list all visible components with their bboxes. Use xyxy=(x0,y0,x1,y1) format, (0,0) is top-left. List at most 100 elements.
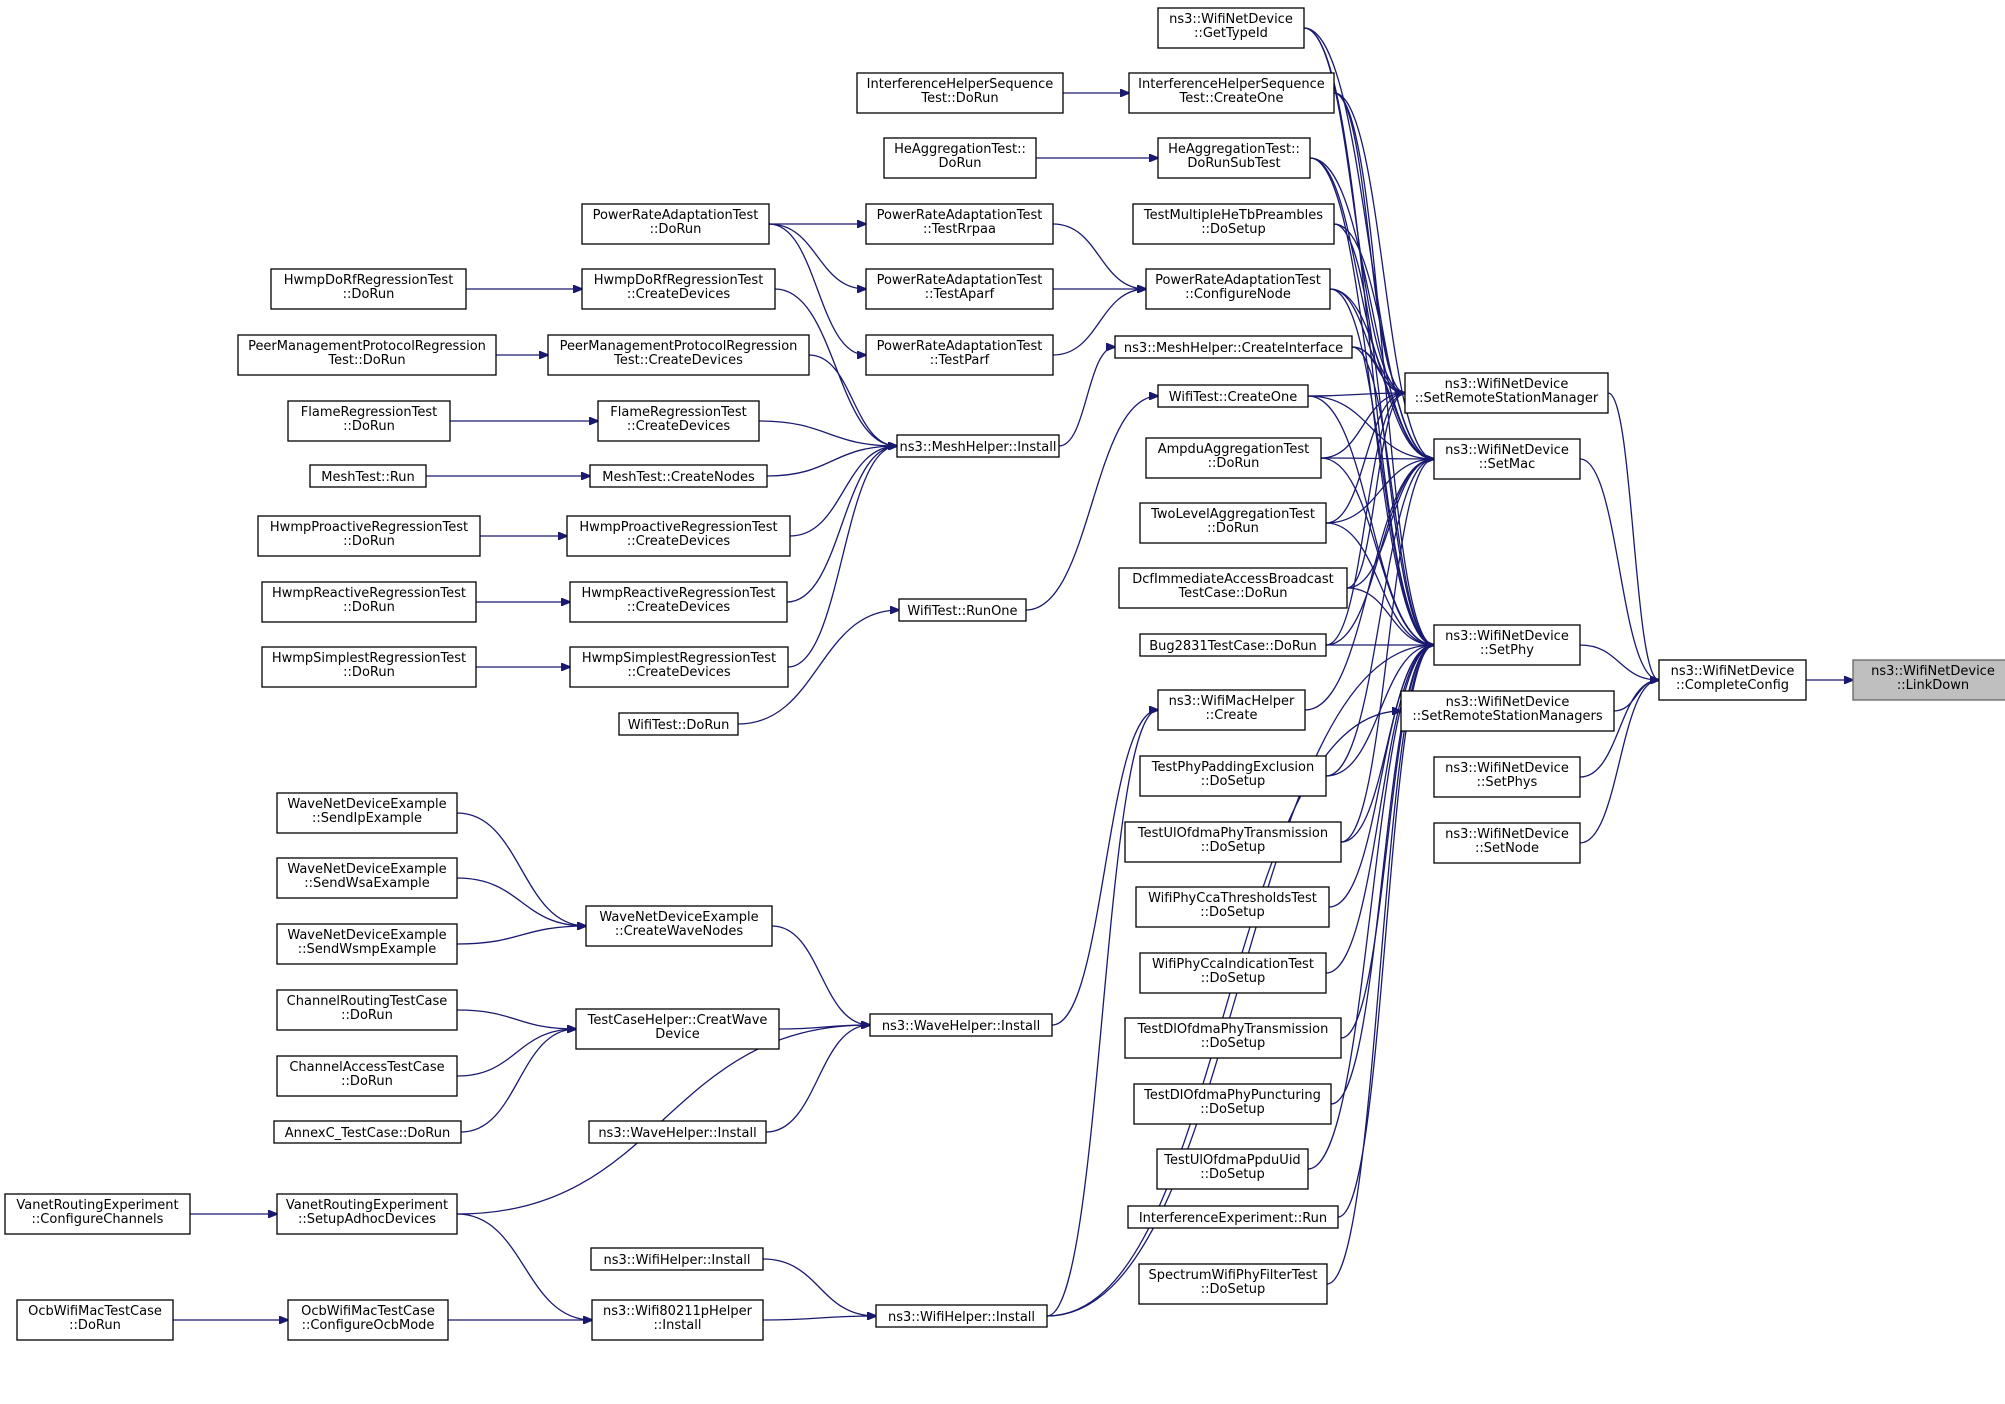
node-w80211p[interactable]: ns3::Wifi80211pHelper::Install xyxy=(591,1299,764,1341)
node-setNode[interactable]: ns3::WifiNetDevice::SetNode xyxy=(1433,822,1581,864)
node-box xyxy=(898,598,1027,622)
node-box xyxy=(1852,659,2005,701)
node-box xyxy=(276,1055,458,1097)
node-setPhys[interactable]: ns3::WifiNetDevice::SetPhys xyxy=(1433,756,1581,798)
node-completeConfig[interactable]: ns3::WifiNetDevice::CompleteConfig xyxy=(1658,659,1807,701)
edge-wndeWsmp-to-wndeCreate xyxy=(456,926,586,945)
node-wndeIp[interactable]: WaveNetDeviceExample::SendIpExample xyxy=(276,792,458,834)
node-swpf[interactable]: SpectrumWifiPhyFilterTest::DoSetup xyxy=(1138,1263,1328,1305)
node-label: ::CompleteConfig xyxy=(1676,678,1789,693)
node-label: ::CreateDevices xyxy=(627,287,730,302)
node-twoLevel[interactable]: TwoLevelAggregationTest::DoRun xyxy=(1139,502,1327,544)
node-vrSetup[interactable]: VanetRoutingExperiment::SetupAdhocDevice… xyxy=(276,1193,458,1235)
node-prConfigure[interactable]: PowerRateAdaptationTest::ConfigureNode xyxy=(1145,268,1331,310)
node-wndeCreate[interactable]: WaveNetDeviceExample::CreateWaveNodes xyxy=(585,905,773,947)
node-label: ::SetupAdhocDevices xyxy=(298,1212,436,1227)
node-meshRun[interactable]: MeshTest::Run xyxy=(309,464,427,488)
node-setRSMs[interactable]: ns3::WifiNetDevice::SetRemoteStationMana… xyxy=(1400,690,1615,732)
node-waveInstall[interactable]: ns3::WaveHelper::Install xyxy=(869,1013,1053,1037)
node-flameCreate[interactable]: FlameRegressionTest::CreateDevices xyxy=(597,400,760,442)
node-label: ::ConfigureNode xyxy=(1185,287,1291,302)
node-pmpDoRun[interactable]: PeerManagementProtocolRegressionTest::Do… xyxy=(237,334,497,376)
edge-wndeWsa-to-wndeCreate xyxy=(456,877,586,926)
node-ampdu[interactable]: AmpduAggregationTest::DoRun xyxy=(1145,437,1322,479)
node-label: TestUlOfdmaPhyTransmission xyxy=(1137,826,1328,841)
node-meshCreateIface[interactable]: ns3::MeshHelper::CreateInterface xyxy=(1114,335,1353,359)
node-heDoRunSub[interactable]: HeAggregationTest::DoRunSubTest xyxy=(1157,137,1311,179)
node-pmpCreate[interactable]: PeerManagementProtocolRegressionTest::Cr… xyxy=(547,334,810,376)
node-meshCreateNodes[interactable]: MeshTest::CreateNodes xyxy=(589,464,768,488)
node-heDoRun[interactable]: HeAggregationTest::DoRun xyxy=(883,137,1037,179)
node-hdrfCreate[interactable]: HwmpDoRfRegressionTest::CreateDevices xyxy=(581,268,776,310)
node-label: InterferenceHelperSequence xyxy=(867,77,1054,92)
node-label: PowerRateAdaptationTest xyxy=(877,208,1043,223)
node-wifiTestDoRun[interactable]: WifiTest::DoRun xyxy=(618,712,739,736)
node-prRrpaa[interactable]: PowerRateAdaptationTest::TestRrpaa xyxy=(865,203,1054,245)
node-ieRun[interactable]: InterferenceExperiment::Run xyxy=(1127,1205,1339,1229)
edge-hrCreate-to-meshInstall xyxy=(786,446,897,603)
node-label: ::DoSetup xyxy=(1201,840,1266,855)
node-bug2831[interactable]: Bug2831TestCase::DoRun xyxy=(1139,633,1327,657)
node-getTypeId[interactable]: ns3::WifiNetDevice::GetTypeId xyxy=(1157,7,1305,49)
node-tppe[interactable]: TestPhyPaddingExclusion::DoSetup xyxy=(1139,755,1327,797)
edge-dcf-to-setRSM xyxy=(1346,393,1405,589)
node-waveInstall2[interactable]: ns3::WaveHelper::Install xyxy=(588,1120,767,1144)
node-setRSM[interactable]: ns3::WifiNetDevice::SetRemoteStationMana… xyxy=(1404,372,1609,414)
node-tmhtb[interactable]: TestMultipleHeTbPreambles::DoSetup xyxy=(1132,203,1335,245)
node-tdlPunct[interactable]: TestDlOfdmaPhyPuncturing::DoSetup xyxy=(1133,1083,1332,1125)
node-box xyxy=(309,464,427,488)
node-wifiTestCreateOne[interactable]: WifiTest::CreateOne xyxy=(1157,384,1309,408)
node-prDoRun[interactable]: PowerRateAdaptationTest::DoRun xyxy=(581,203,770,245)
node-ihsCreateOne[interactable]: InterferenceHelperSequenceTest::CreateOn… xyxy=(1128,72,1335,114)
node-ocbDoRun[interactable]: OcbWifiMacTestCase::DoRun xyxy=(16,1299,174,1341)
node-box xyxy=(287,400,451,442)
node-flameDoRun[interactable]: FlameRegressionTest::DoRun xyxy=(287,400,451,442)
node-wndeWsmp[interactable]: WaveNetDeviceExample::SendWsmpExample xyxy=(276,923,458,965)
node-prAparf[interactable]: PowerRateAdaptationTest::TestAparf xyxy=(865,268,1054,310)
node-ocbConfig[interactable]: OcbWifiMacTestCase::ConfigureOcbMode xyxy=(287,1299,449,1341)
node-hrCreate[interactable]: HwmpReactiveRegressionTest::CreateDevice… xyxy=(569,581,788,623)
node-macHelperCreate[interactable]: ns3::WifiMacHelper::Create xyxy=(1157,689,1306,731)
node-wifiHelperInstall2[interactable]: ns3::WifiHelper::Install xyxy=(590,1247,764,1271)
node-label: ::DoRun xyxy=(343,600,395,615)
node-setPhy[interactable]: ns3::WifiNetDevice::SetPhy xyxy=(1433,624,1581,666)
node-label: ::DoSetup xyxy=(1201,222,1266,237)
node-annexC[interactable]: AnnexC_TestCase::DoRun xyxy=(273,1120,462,1144)
node-hsCreate[interactable]: HwmpSimplestRegressionTest::CreateDevice… xyxy=(569,646,789,688)
node-wpccaThresh[interactable]: WifiPhyCcaThresholdsTest::DoSetup xyxy=(1135,886,1330,928)
node-setMac[interactable]: ns3::WifiNetDevice::SetMac xyxy=(1433,438,1581,480)
node-box xyxy=(1124,1017,1342,1059)
node-box xyxy=(1157,384,1309,408)
node-wndeWsa[interactable]: WaveNetDeviceExample::SendWsaExample xyxy=(276,857,458,899)
node-label: WifiTest::RunOne xyxy=(907,604,1017,619)
node-label: ns3::MeshHelper::Install xyxy=(900,440,1057,455)
node-hpDoRun[interactable]: HwmpProactiveRegressionTest::DoRun xyxy=(257,515,481,557)
edge-macHelperCreate-to-setMac xyxy=(1304,459,1434,711)
node-wifiHelperInstall[interactable]: ns3::WifiHelper::Install xyxy=(875,1304,1048,1328)
node-wpccaInd[interactable]: WifiPhyCcaIndicationTest::DoSetup xyxy=(1139,952,1327,994)
node-hdrfDoRun[interactable]: HwmpDoRfRegressionTest::DoRun xyxy=(270,268,467,310)
node-vrConfig[interactable]: VanetRoutingExperiment::ConfigureChannel… xyxy=(4,1193,191,1235)
node-box xyxy=(1433,822,1581,864)
node-hpCreate[interactable]: HwmpProactiveRegressionTest::CreateDevic… xyxy=(566,515,791,557)
node-tulPpdu[interactable]: TestUlOfdmaPpduUid::DoSetup xyxy=(1156,1148,1309,1190)
node-label: ::DoSetup xyxy=(1201,971,1266,986)
node-label: HeAggregationTest:: xyxy=(1168,142,1300,157)
node-meshInstall[interactable]: ns3::MeshHelper::Install xyxy=(896,434,1060,458)
node-dcf[interactable]: DcfImmediateAccessBroadcastTestCase::DoR… xyxy=(1118,567,1348,609)
node-prParf[interactable]: PowerRateAdaptationTest::TestParf xyxy=(865,334,1054,376)
node-chAccess[interactable]: ChannelAccessTestCase::DoRun xyxy=(276,1055,458,1097)
node-wifiTestRunOne[interactable]: WifiTest::RunOne xyxy=(898,598,1027,622)
node-chRouting[interactable]: ChannelRoutingTestCase::DoRun xyxy=(276,989,458,1031)
node-label: SpectrumWifiPhyFilterTest xyxy=(1149,1268,1318,1283)
node-tulOfdmaTx[interactable]: TestUlOfdmaPhyTransmission::DoSetup xyxy=(1124,821,1342,863)
edge-chAccess-to-tchCreat xyxy=(456,1029,576,1077)
node-label: Bug2831TestCase::DoRun xyxy=(1149,639,1317,654)
node-box xyxy=(1658,659,1807,701)
node-label: FlameRegressionTest xyxy=(610,405,746,420)
node-hrDoRun[interactable]: HwmpReactiveRegressionTest::DoRun xyxy=(261,581,477,623)
node-tdlOfdmaTx[interactable]: TestDlOfdmaPhyTransmission::DoSetup xyxy=(1124,1017,1342,1059)
node-hsDoRun[interactable]: HwmpSimplestRegressionTest::DoRun xyxy=(261,646,477,688)
